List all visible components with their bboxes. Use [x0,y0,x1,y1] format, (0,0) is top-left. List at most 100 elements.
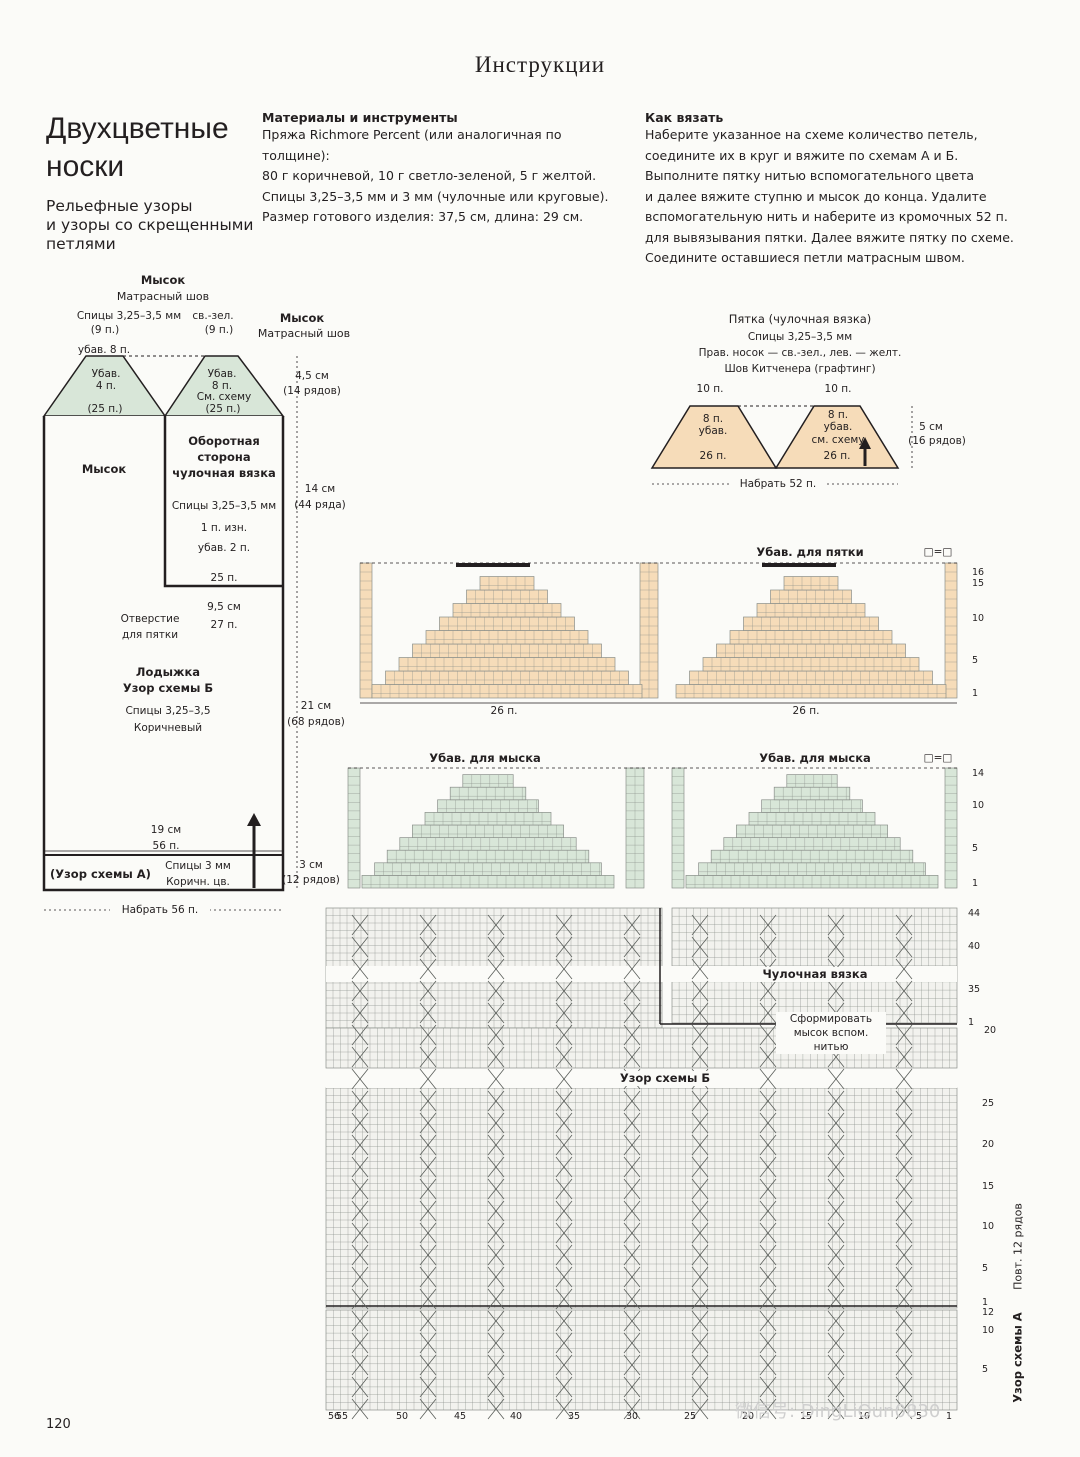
pattern-a-row-number: 12 [982,1307,995,1318]
dim-68-rows: (68 рядов) [287,716,345,728]
toe-pyramid-left-step-lines [374,862,602,876]
one-purl-label: 1 п. изн. [200,522,248,534]
heel-pyramid-right-step-lines [743,617,879,631]
toe-pyramid-left-step-lines [437,799,539,813]
heel-pyramid-left-step-lines [480,576,534,590]
dec-8-label: убав. 8 п. [77,344,131,356]
pattern-a-row-number: 10 [982,1325,995,1336]
heel-cast-bar-left [456,563,530,567]
toe-pyramid-left-step [386,849,590,864]
heel-edge-right [944,562,958,699]
toe-pyramid-right-step-lines [723,837,901,851]
heel-edge-left-lines [360,571,372,690]
watermark: 微信号: DingLiQun0830 [735,1401,941,1422]
bottom-stitch-tick: 20 [742,1411,755,1422]
toe-pyramid-right-step [698,862,926,876]
heel-eight-st-left: 8 п. [702,413,724,425]
heel-cast-on-52: Набрать 52 п. [730,478,826,491]
heel-schematic [650,405,913,485]
reverse-side-line-3: чулочная вязка [172,466,276,480]
toe-edge-mid-l-lines [626,768,644,888]
heel-pyramid-right-step-lines [716,644,906,658]
see-chart-label: См. схему [196,391,252,403]
toe-pyramid-left-step-lines [399,837,577,851]
ankle-line-2: Узор схемы Б [122,681,214,695]
toe-pyramid-right-step [786,774,838,788]
heel-width-right: 26 п. [792,705,820,717]
reverse-needles: Спицы 3,25–3,5 мм [171,500,277,512]
heel-pyramid-right-step-lines [770,590,852,604]
dec-2-label: убав. 2 п. [197,542,251,554]
nine-st-right: (9 п.) [204,324,234,336]
heel-pyramid-left-step-lines [453,603,561,617]
heel-decrease-chart [359,562,958,704]
pattern-title-line: носки [46,150,125,183]
dim-21cm: 21 см [300,700,332,712]
pattern-b-row-number: 1 [982,1297,989,1308]
form-toe-label: Сформировать мысок вспом. нитью [776,1012,886,1054]
heel-pyramid-left-step [412,643,602,658]
st-27-label: 27 п. [210,619,238,631]
heel-row-number: 15 [972,578,985,589]
foot-row-number: 1 [968,1017,975,1028]
st-25-right: (25 п.) [205,403,241,415]
instructions-line: Выполните пятку нитью вспомогательного ц… [645,168,975,183]
materials-line: Пряжа Richmore Percent (или аналогичная … [262,127,562,163]
bottom-stitch-tick: 50 [396,1411,409,1422]
heel-pyramid-left-step [466,589,548,604]
pattern-a-label: (Узор схемы А) [50,867,151,881]
subtitle-line: петлями [46,235,116,253]
heel-pyramid-right-step-lines [730,630,892,644]
cast-on-56-label: Набрать 56 п. [110,904,210,917]
dim-12-rows: (12 рядов) [282,874,340,886]
heel-pyramid-left-step-lines [385,671,629,685]
heel-26-right: 26 п. [823,450,851,462]
dec-8-line-b: 8 п. [211,380,233,392]
toe-decrease-chart [347,767,958,889]
toe-pyramid-right-step-lines [749,812,875,825]
repeat-12-rows: Повт. 12 рядов [1011,1203,1025,1290]
heel-dec-right: убав. [823,421,853,433]
heel-dim-5cm: 5 см [919,421,943,433]
bottom-stitch-tick: 40 [510,1411,523,1422]
toe-pyramid-left-step [374,862,602,876]
heel-pyramid-right-step-lines [784,576,838,590]
instructions-heading: Как вязать [645,110,724,125]
st-56-label: 56 п. [152,840,180,852]
pattern-b-row-number: 5 [982,1263,989,1274]
heel-pyramid-right-step-lines [676,684,946,698]
pattern-title: Двухцветные носки [46,110,229,186]
heel-ten-st-left: 10 п. [696,383,724,395]
heel-pyramid-right-step [689,670,933,685]
st-25-left: (25 п.) [87,403,123,415]
bottom-stitch-tick: 15 [800,1411,813,1422]
form-toe-line: Сформировать [789,1013,873,1025]
heel-row-number: 10 [972,613,985,624]
toe-pyramid-right-step-lines [786,774,838,788]
heel-needles: Спицы 3,25–3,5 мм [747,331,853,343]
heel-row-number: 5 [972,655,979,666]
toe-pyramid-left-step-lines [362,875,614,888]
nine-st-left: (9 п.) [90,324,120,336]
ribbing-needles: Спицы 3 мм [165,860,231,872]
dim-9-5cm: 9,5 см [207,601,241,613]
toe-row-number: 10 [972,800,985,811]
form-toe-line: мысок вспом. [793,1027,869,1039]
sock-schematic [42,355,298,911]
heel-notch-outline [163,416,283,588]
toe-pyramid-right-step-lines [736,825,888,838]
subtitle-line: Рельефные узоры [46,197,193,215]
heel-pyramid-left-step-lines [372,684,642,698]
bottom-stitch-tick: 55 [336,1411,349,1422]
page-title: Инструкции [474,52,606,77]
pattern-b-row-number: 25 [982,1098,995,1109]
heel-chart-title: Убав. для пятки [756,545,864,559]
toe-needles-label: Спицы 3,25–3,5 мм [76,310,182,322]
heel-pyramid-left-step-lines [466,590,548,604]
heel-row-number: 16 [972,567,985,578]
toe-chart-title-left: Убав. для мыска [429,751,541,765]
pattern-b-label: Узор схемы Б [590,1071,740,1086]
toe-chart-title-right: Убав. для мыска [759,751,871,765]
toe-side-title: Мысок [279,311,325,325]
